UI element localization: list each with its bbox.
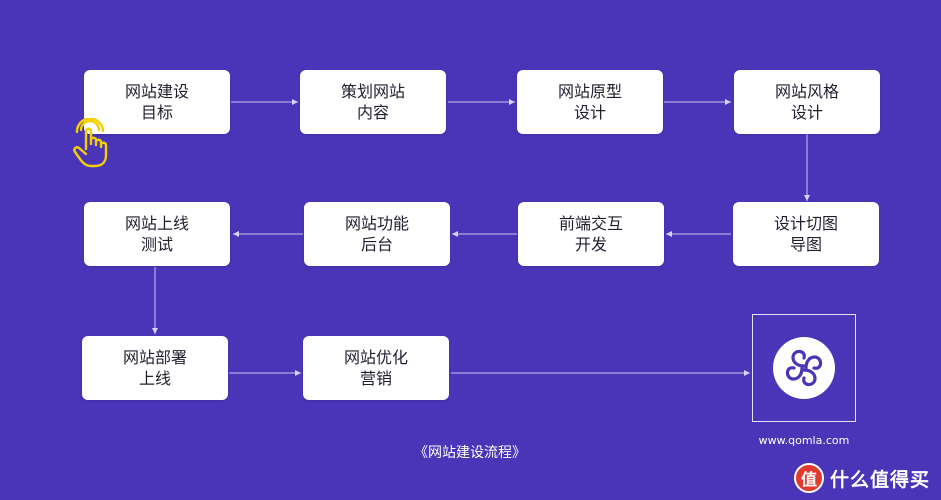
node-line: 后台 [360, 235, 393, 254]
node-line: 策划网站 [340, 82, 405, 101]
hand-pointer-icon [73, 118, 108, 168]
node-prototype-design: 网站原型 设计 [517, 70, 663, 134]
node-line: 目标 [140, 103, 173, 122]
node-launch-testing: 网站上线 测试 [84, 202, 230, 266]
node-line: 网站部署 [122, 348, 187, 367]
node-line: 导图 [789, 235, 822, 254]
node-line: 网站建设 [124, 82, 189, 101]
node-line: 内容 [356, 103, 389, 122]
node-line: 测试 [140, 235, 173, 254]
node-line: 上线 [138, 369, 171, 388]
node-line: 网站风格 [774, 82, 839, 101]
node-optimize-marketing: 网站优化 营销 [303, 336, 449, 400]
node-plan-content: 策划网站 内容 [300, 70, 446, 134]
watermark-badge: 值 [794, 463, 824, 493]
diagram-caption: 《网站建设流程》 [414, 445, 526, 461]
node-line: 网站上线 [124, 214, 189, 233]
node-line: 设计 [573, 103, 606, 122]
node-line: 营销 [359, 369, 392, 388]
logo-frame [752, 314, 856, 422]
node-style-design: 网站风格 设计 [734, 70, 880, 134]
site-url: www.qomla.com [758, 434, 850, 447]
node-design-slicing: 设计切图 导图 [733, 202, 879, 266]
qomla-logo-icon [773, 337, 835, 399]
node-line: 前端交互 [558, 214, 623, 233]
node-site-goal: 网站建设 目标 [84, 70, 230, 134]
watermark: 值 什么值得买 [794, 463, 930, 493]
node-line: 网站功能 [344, 214, 409, 233]
node-line: 设计切图 [773, 214, 838, 233]
watermark-text: 什么值得买 [830, 468, 931, 491]
node-line: 网站优化 [343, 348, 408, 367]
node-line: 设计 [790, 103, 823, 122]
node-line: 网站原型 [557, 82, 622, 101]
node-frontend-dev: 前端交互 开发 [518, 202, 664, 266]
node-line: 开发 [574, 235, 607, 254]
node-backend: 网站功能 后台 [304, 202, 450, 266]
node-deploy-launch: 网站部署 上线 [82, 336, 228, 400]
